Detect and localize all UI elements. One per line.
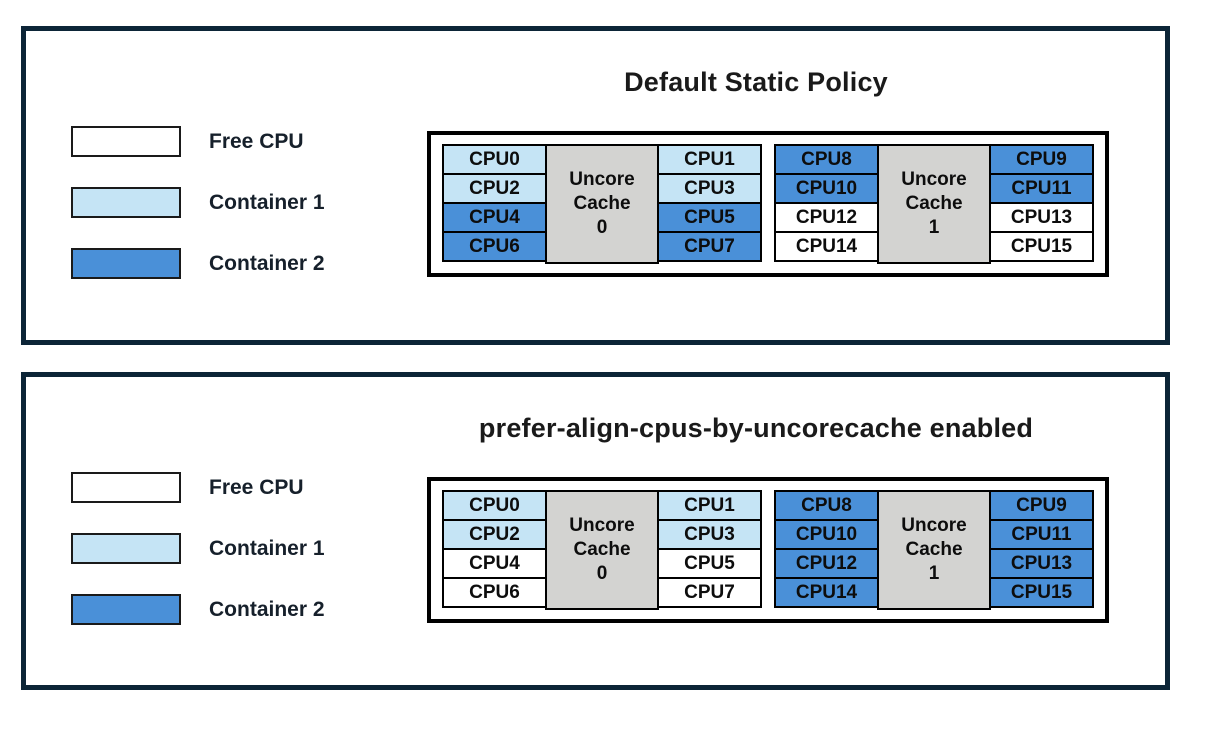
cpu-cell: CPU6 (442, 577, 547, 608)
cpu-cell: CPU8 (774, 144, 879, 175)
uncore-block-1: CPU8 CPU10 CPU12 CPU14 Uncore Cache 1 CP… (774, 490, 1094, 610)
legend-item-container-1: Container 1 (71, 187, 401, 218)
cache-label-line: 1 (928, 562, 940, 584)
legend-item-free-cpu: Free CPU (71, 472, 401, 503)
cpu-cell: CPU6 (442, 231, 547, 262)
cpu-cell: CPU0 (442, 490, 547, 521)
cache-label-line: Uncore (569, 515, 635, 537)
cpu-cell: CPU11 (989, 173, 1094, 204)
cache-label-line: Cache (905, 539, 963, 561)
cpu-topology-diagram: CPU0 CPU2 CPU4 CPU6 Uncore Cache 0 CPU1 … (427, 477, 1109, 623)
legend-item-container-2: Container 2 (71, 594, 401, 625)
cache-label-line: Uncore (569, 169, 635, 191)
cache-label-line: Cache (573, 539, 631, 561)
legend-swatch-free (71, 126, 181, 157)
panel-title: Default Static Policy (624, 67, 888, 97)
cache-label-line: Cache (573, 193, 631, 215)
cpu-cell: CPU10 (774, 519, 879, 550)
legend-item-container-2: Container 2 (71, 248, 401, 279)
panel-prefer-align-uncorecache: prefer-align-cpus-by-uncorecache enabled… (21, 372, 1170, 690)
cpu-cell: CPU15 (989, 577, 1094, 608)
uncore-cache-0-cell: Uncore Cache 0 (545, 490, 659, 610)
cpu-column-left: CPU8 CPU10 CPU12 CPU14 (774, 144, 879, 264)
cpu-cell: CPU4 (442, 548, 547, 579)
panel-title: prefer-align-cpus-by-uncorecache enabled (478, 413, 1034, 443)
legend-swatch-container2 (71, 248, 181, 279)
legend-swatch-container2 (71, 594, 181, 625)
cpu-cell: CPU14 (774, 231, 879, 262)
cpu-cell: CPU15 (989, 231, 1094, 262)
cpu-cell: CPU12 (774, 548, 879, 579)
cpu-column-right: CPU1 CPU3 CPU5 CPU7 (657, 490, 762, 610)
cpu-column-left: CPU0 CPU2 CPU4 CPU6 (442, 144, 547, 264)
cpu-cell: CPU4 (442, 202, 547, 233)
cpu-column-left: CPU8 CPU10 CPU12 CPU14 (774, 490, 879, 610)
cache-label-line: Uncore (901, 515, 967, 537)
cpu-cell: CPU3 (657, 519, 762, 550)
cpu-cell: CPU1 (657, 144, 762, 175)
legend-swatch-container1 (71, 187, 181, 218)
cache-label-line: Cache (905, 193, 963, 215)
cpu-cell: CPU5 (657, 548, 762, 579)
uncore-block-1: CPU8 CPU10 CPU12 CPU14 Uncore Cache 1 CP… (774, 144, 1094, 264)
legend: Free CPU Container 1 Container 2 (71, 126, 401, 309)
cpu-cell: CPU1 (657, 490, 762, 521)
uncore-cache-0-cell: Uncore Cache 0 (545, 144, 659, 264)
cpu-cell: CPU2 (442, 173, 547, 204)
legend-label: Free CPU (209, 475, 304, 499)
cache-label-line: 0 (596, 216, 608, 238)
panel-default-static-policy: Default Static Policy Free CPU Container… (21, 26, 1170, 345)
legend-swatch-container1 (71, 533, 181, 564)
uncore-block-0: CPU0 CPU2 CPU4 CPU6 Uncore Cache 0 CPU1 … (442, 490, 762, 610)
legend-item-container-1: Container 1 (71, 533, 401, 564)
cpu-column-right: CPU1 CPU3 CPU5 CPU7 (657, 144, 762, 264)
legend-label: Container 2 (209, 597, 325, 621)
cpu-topology-diagram: CPU0 CPU2 CPU4 CPU6 Uncore Cache 0 CPU1 … (427, 131, 1109, 277)
cpu-column-right: CPU9 CPU11 CPU13 CPU15 (989, 490, 1094, 610)
cpu-cell: CPU5 (657, 202, 762, 233)
cpu-column-left: CPU0 CPU2 CPU4 CPU6 (442, 490, 547, 610)
legend-label: Container 1 (209, 190, 325, 214)
legend-swatch-free (71, 472, 181, 503)
cpu-cell: CPU13 (989, 202, 1094, 233)
legend-label: Free CPU (209, 129, 304, 153)
cpu-cell: CPU9 (989, 490, 1094, 521)
cpu-cell: CPU3 (657, 173, 762, 204)
cache-label-line: 0 (596, 562, 608, 584)
cpu-cell: CPU0 (442, 144, 547, 175)
legend: Free CPU Container 1 Container 2 (71, 472, 401, 655)
cpu-cell: CPU14 (774, 577, 879, 608)
cpu-cell: CPU9 (989, 144, 1094, 175)
legend-label: Container 2 (209, 251, 325, 275)
legend-label: Container 1 (209, 536, 325, 560)
cpu-cell: CPU12 (774, 202, 879, 233)
uncore-block-0: CPU0 CPU2 CPU4 CPU6 Uncore Cache 0 CPU1 … (442, 144, 762, 264)
cache-label-line: Uncore (901, 169, 967, 191)
cpu-cell: CPU11 (989, 519, 1094, 550)
cpu-column-right: CPU9 CPU11 CPU13 CPU15 (989, 144, 1094, 264)
cpu-cell: CPU10 (774, 173, 879, 204)
cache-label-line: 1 (928, 216, 940, 238)
uncore-cache-1-cell: Uncore Cache 1 (877, 144, 991, 264)
cpu-cell: CPU7 (657, 577, 762, 608)
legend-item-free-cpu: Free CPU (71, 126, 401, 157)
cpu-cell: CPU8 (774, 490, 879, 521)
cpu-cell: CPU2 (442, 519, 547, 550)
cpu-cell: CPU7 (657, 231, 762, 262)
cpu-cell: CPU13 (989, 548, 1094, 579)
uncore-cache-1-cell: Uncore Cache 1 (877, 490, 991, 610)
